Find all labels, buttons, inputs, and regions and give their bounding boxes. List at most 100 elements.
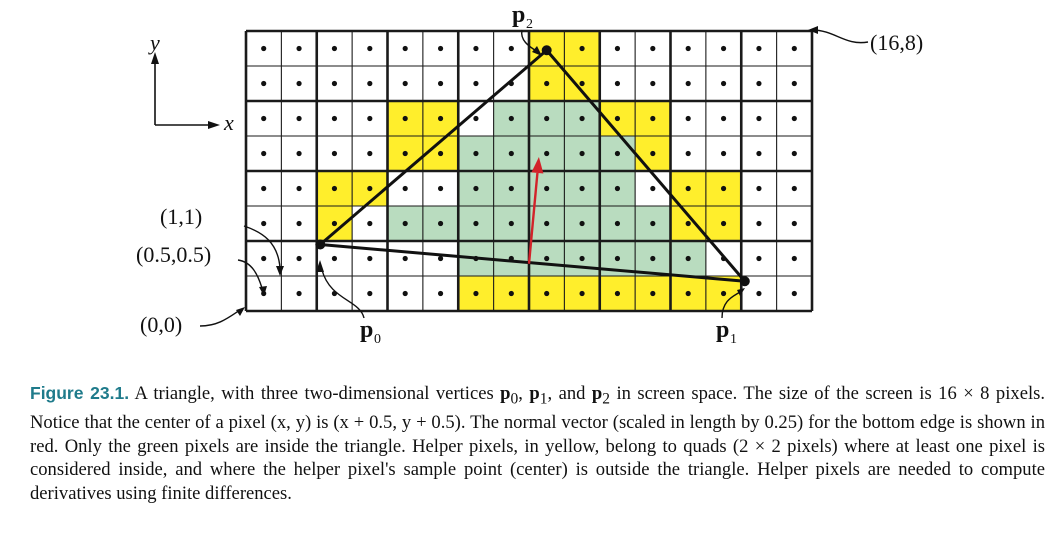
pixel-center-dot (437, 80, 444, 87)
pixel-center-dot (473, 80, 479, 87)
pixel-center-dot (685, 45, 691, 52)
pixel-center-dot (756, 115, 762, 122)
pixel-center-dot (402, 290, 408, 297)
pixel-center-dot (473, 185, 479, 192)
pixel-center-dot (614, 255, 621, 262)
pixel-center-dot (579, 255, 585, 262)
pixel-center-dot (367, 290, 373, 297)
pixel-center-dot (331, 115, 338, 122)
pixel-center-dot (331, 45, 338, 52)
pixel-center-dot (579, 80, 585, 87)
pixel-center-dot (296, 45, 302, 52)
pixel-center-dot (720, 80, 727, 87)
pixel-center-dot (756, 80, 762, 87)
leader-p0-arrowhead (316, 260, 324, 272)
pixel-center-dot (331, 220, 338, 227)
pixel-center-dot (473, 220, 479, 227)
pixel-center-dot (402, 45, 408, 52)
pixel-center-dot (367, 80, 373, 87)
pixel-center-dot (367, 220, 373, 227)
vertex-p2-label: p (512, 2, 525, 28)
normal-vector-arrowhead (531, 157, 544, 174)
caption-text-2: in screen space. The size of the screen … (30, 383, 1045, 504)
pixel-center-dot (508, 220, 514, 227)
pixel-center-dot (685, 290, 691, 297)
x-axis-arrowhead (208, 121, 220, 129)
pixel-center-dot (544, 115, 550, 122)
pixel-center-dot (614, 115, 621, 122)
pixel-center-dot (791, 45, 797, 52)
leader-p0 (321, 269, 365, 319)
pixel-center-dot (296, 290, 302, 297)
pixel-center-dot (508, 290, 514, 297)
axis-x-label: x (223, 110, 234, 135)
pixel-center-dot (791, 185, 797, 192)
pixel-center-dot (685, 185, 691, 192)
pixel-center-dot (614, 220, 621, 227)
pixel-center-dot (756, 185, 762, 192)
vertex-p0 (315, 239, 326, 250)
axis-y-label: y (148, 30, 160, 55)
pixel-center-dot (685, 255, 691, 262)
pixel-center-dot (650, 255, 656, 262)
pixel-center-dot (296, 220, 302, 227)
caption-text-1: A triangle, with three two-dimensional v… (129, 383, 501, 404)
pixel-center-dot (402, 220, 408, 227)
axes-indicator: y x (148, 30, 234, 135)
rasterization-figure: y x (16,8) (1,1) (0.5,0.5) (0,0) p 2 p 0… (136, 2, 923, 347)
label-1-1: (1,1) (160, 204, 202, 229)
pixel-center-dot (650, 150, 656, 157)
pixel-center-dot (791, 115, 797, 122)
vertex-p1-sub: 1 (730, 332, 737, 347)
pixel-center-dot (261, 45, 267, 52)
caption-s2: 2 (602, 390, 611, 408)
pixel-center-dot (437, 290, 444, 297)
pixel-center-dot (402, 80, 408, 87)
pixel-center-dot (544, 220, 550, 227)
caption-s1: 1 (539, 390, 548, 408)
coordinate-labels: (16,8) (1,1) (0.5,0.5) (0,0) (136, 26, 923, 337)
leader-p2-arrowhead (532, 46, 542, 56)
vertex-p0-sub: 0 (374, 332, 381, 347)
pixel-center-dot (402, 150, 408, 157)
pixel-center-dot (544, 290, 550, 297)
pixel-center-dot (261, 185, 267, 192)
pixel-centers (261, 45, 797, 297)
pixel-center-dot (296, 115, 302, 122)
pixel-center-dot (720, 290, 727, 297)
pixel-center-dot (544, 80, 550, 87)
pixel-center-dot (261, 220, 267, 227)
pixel-center-dot (402, 255, 408, 262)
pixel-center-dot (685, 150, 691, 157)
pixel-center-dot (544, 255, 550, 262)
pixel-center-dot (579, 115, 585, 122)
pixel-center-dot (650, 115, 656, 122)
pixel-center-dot (261, 150, 267, 157)
pixel-center-dot (296, 80, 302, 87)
pixel-center-dot (614, 45, 621, 52)
pixel-center-dot (791, 255, 797, 262)
pixel-center-dot (296, 255, 302, 262)
pixel-center-dot (437, 185, 444, 192)
pixel-center-dot (508, 185, 514, 192)
pixel-center-dot (579, 45, 585, 52)
pixel-center-dot (579, 220, 585, 227)
pixel-center-dot (367, 115, 373, 122)
pixel-center-dot (367, 45, 373, 52)
pixel-center-dot (791, 150, 797, 157)
pixel-center-dot (685, 115, 691, 122)
pixel-center-dot (367, 150, 373, 157)
pixel-center-dot (720, 220, 727, 227)
caption-s0: 0 (510, 390, 519, 408)
pixel-center-dot (508, 115, 514, 122)
pixel-center-dot (508, 45, 514, 52)
leader-1-1 (243, 225, 281, 269)
pixel-center-dot (367, 255, 373, 262)
pixel-center-dot (650, 45, 656, 52)
leader-1-1-arrowhead (276, 266, 284, 276)
caption-v1: p (529, 383, 540, 404)
leader-p1 (721, 291, 741, 319)
pixel-center-dot (650, 80, 656, 87)
pixel-center-dot (331, 80, 338, 87)
pixel-center-dot (791, 290, 797, 297)
